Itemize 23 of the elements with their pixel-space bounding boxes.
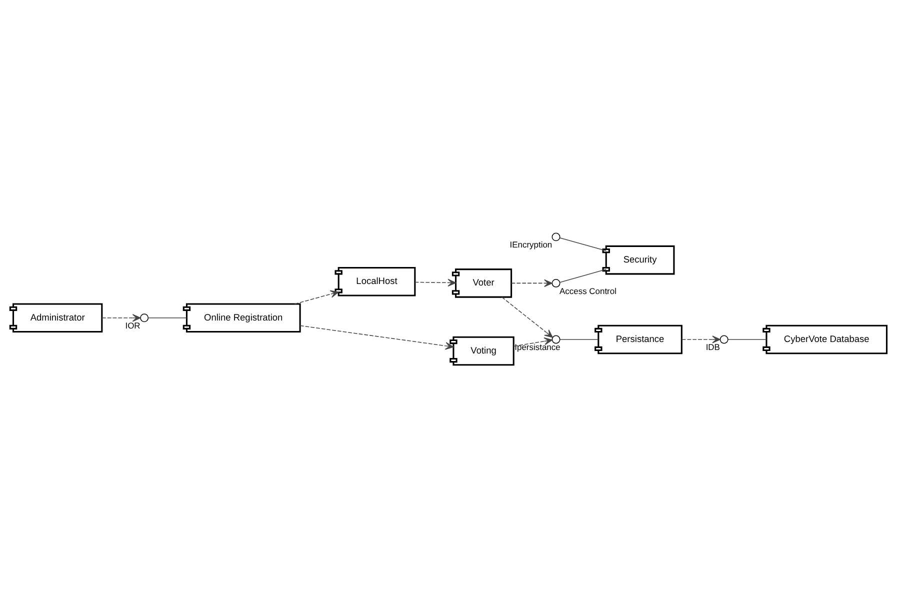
connector [560,268,606,282]
node-circle [552,278,560,287]
node-circle [552,232,560,241]
connector [728,338,767,340]
node-label: Access Control [560,285,616,296]
node-label: IDB [706,342,720,352]
arrow [102,314,141,322]
arrow [414,278,456,286]
connector [148,317,187,318]
arrow [501,296,553,338]
arrow [681,335,721,343]
arrow [294,290,339,304]
arrow [513,336,553,346]
node-circle [720,334,728,344]
node-label: IEncryption [510,239,552,250]
arrow [510,278,552,287]
arrow [300,324,454,350]
node-circle [140,313,149,322]
node-label: IOR [125,320,140,330]
connector [560,236,606,251]
node-circle [552,334,560,344]
node-label: Ipersistance [514,342,560,352]
connector [560,338,599,340]
